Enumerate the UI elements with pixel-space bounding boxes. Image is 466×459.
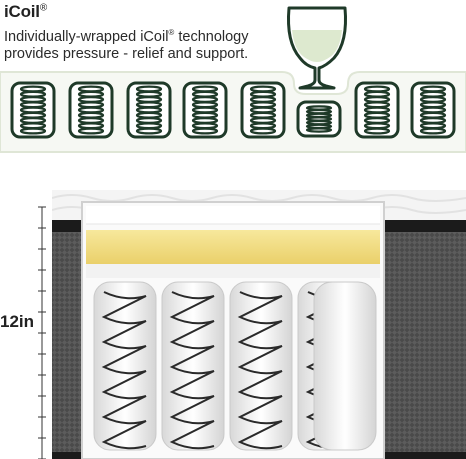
- feature-panel: [0, 71, 466, 153]
- pocket-coil: [161, 281, 225, 451]
- mattress-cross-section: [52, 190, 466, 459]
- spring-coil-icon: [240, 81, 286, 139]
- wine-glass-icon: [287, 6, 347, 90]
- height-ruler: [38, 206, 46, 459]
- spring-coil-icon: [126, 81, 172, 139]
- spring-coil-icon: [68, 81, 114, 139]
- feature-illustration: [0, 6, 466, 153]
- pocket-coil: [93, 281, 157, 451]
- coil-row: [10, 81, 456, 139]
- pocket-coil-closed: [313, 281, 377, 451]
- spring-coil-icon: [354, 81, 400, 139]
- spring-coil-icon: [182, 81, 228, 139]
- compressed-coil-icon: [296, 100, 342, 138]
- spring-coil-icon: [10, 81, 56, 139]
- spring-coil-icon: [410, 81, 456, 139]
- pocket-coil: [229, 281, 293, 451]
- feature-description: Individually-wrapped iCoil® technology p…: [4, 28, 249, 62]
- feature-title: iCoil®: [4, 2, 48, 21]
- height-label: 12in: [0, 312, 35, 331]
